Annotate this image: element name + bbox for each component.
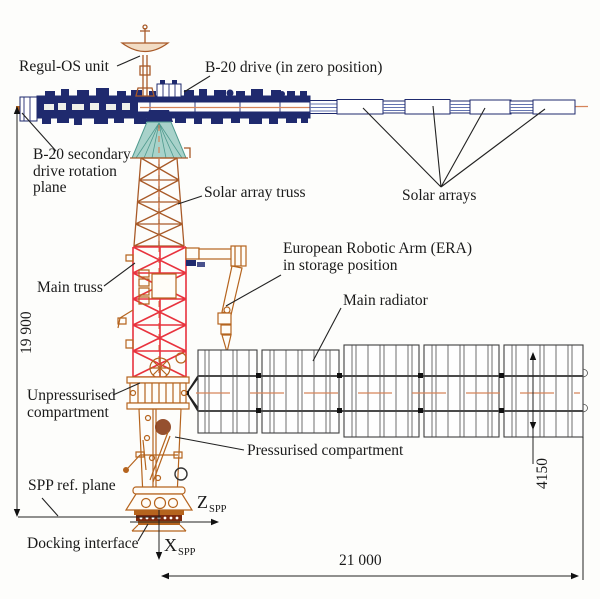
label-b20-secondary-line2: drive rotation: [33, 162, 117, 180]
x-axis-subscript: SPP: [178, 547, 196, 558]
label-main-truss: Main truss: [37, 279, 103, 296]
solar-array-boom: [16, 80, 589, 125]
label-solar-array-truss: Solar array truss: [204, 184, 306, 201]
main-truss-equipment: [117, 254, 187, 379]
label-unpressurised-line2: compartment: [27, 403, 109, 421]
main-truss: [117, 125, 187, 379]
folded-solar-arrays: [309, 99, 589, 115]
z-axis-letter: Z: [197, 492, 208, 512]
label-z-axis: ZSPP: [197, 492, 227, 515]
label-unpressurised-line1: Unpressurised: [27, 387, 116, 404]
label-era-line1: European Robotic Arm (ERA): [283, 240, 472, 257]
solar-array-truss: [133, 147, 191, 247]
dimension-21000: [161, 437, 584, 580]
label-spp-ref-plane: SPP ref. plane: [28, 477, 116, 494]
label-dim-19900: 19 900: [18, 311, 35, 354]
x-axis-arrow: [155, 510, 163, 560]
unpressurised-compartment: [126, 376, 190, 410]
label-docking-interface: Docking interface: [27, 535, 139, 552]
z-axis-arrow: [130, 518, 219, 526]
x-axis-letter: X: [164, 535, 177, 555]
label-regul-os-unit: Regul-OS unit: [19, 58, 109, 75]
label-x-axis: XSPP: [164, 535, 196, 558]
label-era: European Robotic Arm (ERA) in storage po…: [283, 240, 472, 274]
label-main-radiator: Main radiator: [343, 292, 428, 309]
label-b20-drive: B-20 drive (in zero position): [205, 59, 383, 76]
label-pressurised: Pressurised compartment: [247, 442, 404, 459]
dimension-19900: [13, 106, 21, 517]
leader-lines: [21, 55, 546, 542]
label-b20-secondary-line3: plane: [33, 179, 67, 196]
label-solar-arrays: Solar arrays: [402, 187, 477, 204]
era-arm: [185, 245, 247, 355]
z-axis-subscript: SPP: [209, 504, 227, 515]
main-radiator: [185, 344, 588, 438]
pressurised-compartment: [123, 408, 188, 500]
dimension-4150: [529, 352, 537, 464]
label-b20-secondary: B-20 secondary drive rotation plane: [33, 146, 131, 197]
label-dim-21000: 21 000: [339, 552, 382, 569]
label-era-line2: in storage position: [283, 256, 398, 274]
regul-os-antenna: [120, 24, 170, 97]
label-b20-secondary-line1: B-20 secondary: [33, 146, 131, 163]
b20-drive-unit: [156, 80, 182, 98]
label-unpressurised: Unpressurised compartment: [27, 387, 116, 421]
label-dim-4150: 4150: [534, 458, 551, 489]
